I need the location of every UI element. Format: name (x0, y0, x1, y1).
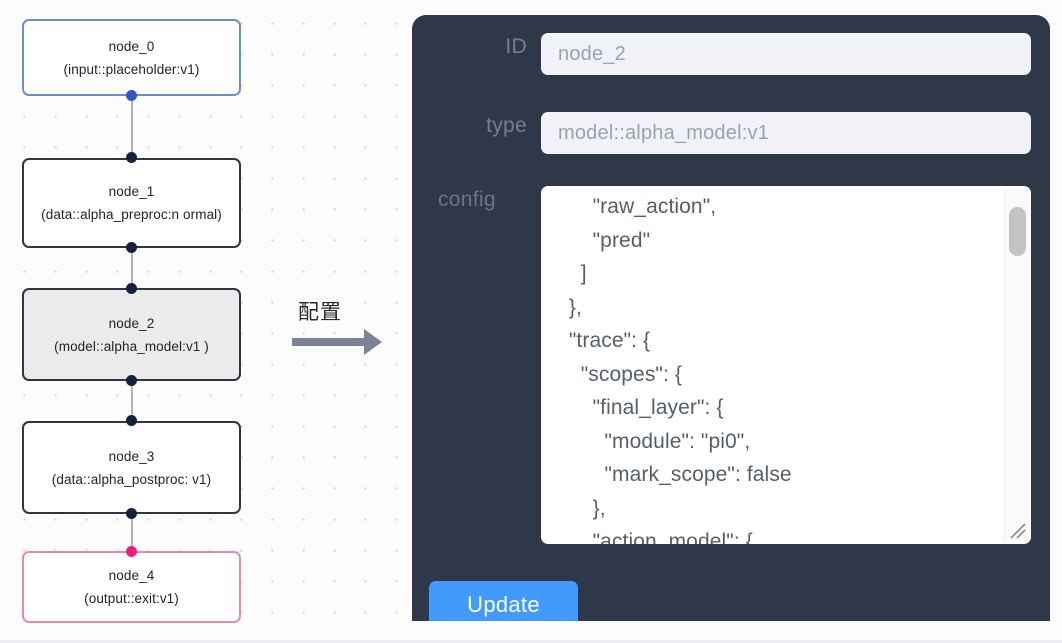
field-row-config: config "raw_action", "pred" ] }, "trace"… (428, 186, 1031, 544)
config-scrollbar-track[interactable] (1004, 189, 1029, 541)
id-field-label: ID (505, 35, 527, 58)
port-node_1-output[interactable] (126, 242, 137, 253)
port-node_4-input[interactable] (126, 546, 137, 557)
config-textarea-wrapper: "raw_action", "pred" ] }, "trace": { "sc… (541, 186, 1031, 544)
config-textarea[interactable]: "raw_action", "pred" ] }, "trace": { "sc… (541, 186, 1031, 544)
edge-node3-node4 (131, 510, 133, 555)
node-type-label: (model::alpha_model:v1 ) (54, 338, 209, 354)
port-node_2-output[interactable] (126, 375, 137, 386)
canvas-bottom-edge (0, 640, 1062, 643)
port-node_3-output[interactable] (126, 508, 137, 519)
node-type-label: (input::placeholder:v1) (63, 61, 200, 77)
id-input[interactable] (541, 33, 1031, 75)
edge-node0-node1 (131, 92, 133, 162)
config-scrollbar-thumb[interactable] (1009, 207, 1026, 256)
node-type-label: (data::alpha_preproc:n ormal) (41, 207, 222, 222)
update-button[interactable]: Update (429, 581, 578, 621)
resize-handle-icon[interactable] (1006, 519, 1028, 541)
node-id-label: node_2 (108, 315, 155, 331)
graph-node-node_3[interactable]: node_3 (data::alpha_postproc: v1) (22, 421, 241, 514)
arrow-shaft-icon (292, 338, 366, 346)
graph-node-node_2[interactable]: node_2 (model::alpha_model:v1 ) (22, 288, 241, 381)
port-node_3-input[interactable] (126, 415, 137, 426)
port-node_1-input[interactable] (126, 152, 137, 163)
edge-node1-node2 (131, 244, 133, 292)
field-row-id: ID (428, 33, 1031, 75)
node-id-label: node_3 (108, 448, 155, 464)
port-node_0-output[interactable] (126, 90, 137, 101)
port-node_2-input[interactable] (126, 283, 137, 294)
graph-node-node_1[interactable]: node_1 (data::alpha_preproc:n ormal) (22, 158, 241, 248)
config-field-label: config (438, 188, 496, 211)
node-id-label: node_1 (108, 184, 155, 199)
graph-node-node_4[interactable]: node_4 (output::exit:v1) (22, 551, 241, 623)
configure-arrow-annotation: 配置 (292, 296, 392, 366)
node-id-label: node_4 (108, 568, 155, 583)
arrow-head-icon (364, 329, 382, 355)
node-type-label: (data::alpha_postproc: v1) (51, 471, 212, 487)
field-row-type: type (428, 112, 1031, 154)
graph-node-node_0[interactable]: node_0 (input::placeholder:v1) (22, 19, 241, 96)
type-input[interactable] (541, 112, 1031, 154)
type-field-label: type (486, 114, 527, 137)
node-type-label: (output::exit:v1) (84, 591, 179, 606)
edge-node2-node3 (131, 377, 133, 425)
node-id-label: node_0 (108, 38, 155, 54)
arrow-label: 配置 (298, 300, 342, 324)
node-properties-panel: ID type config "raw_action", "pred" ] },… (412, 15, 1050, 621)
